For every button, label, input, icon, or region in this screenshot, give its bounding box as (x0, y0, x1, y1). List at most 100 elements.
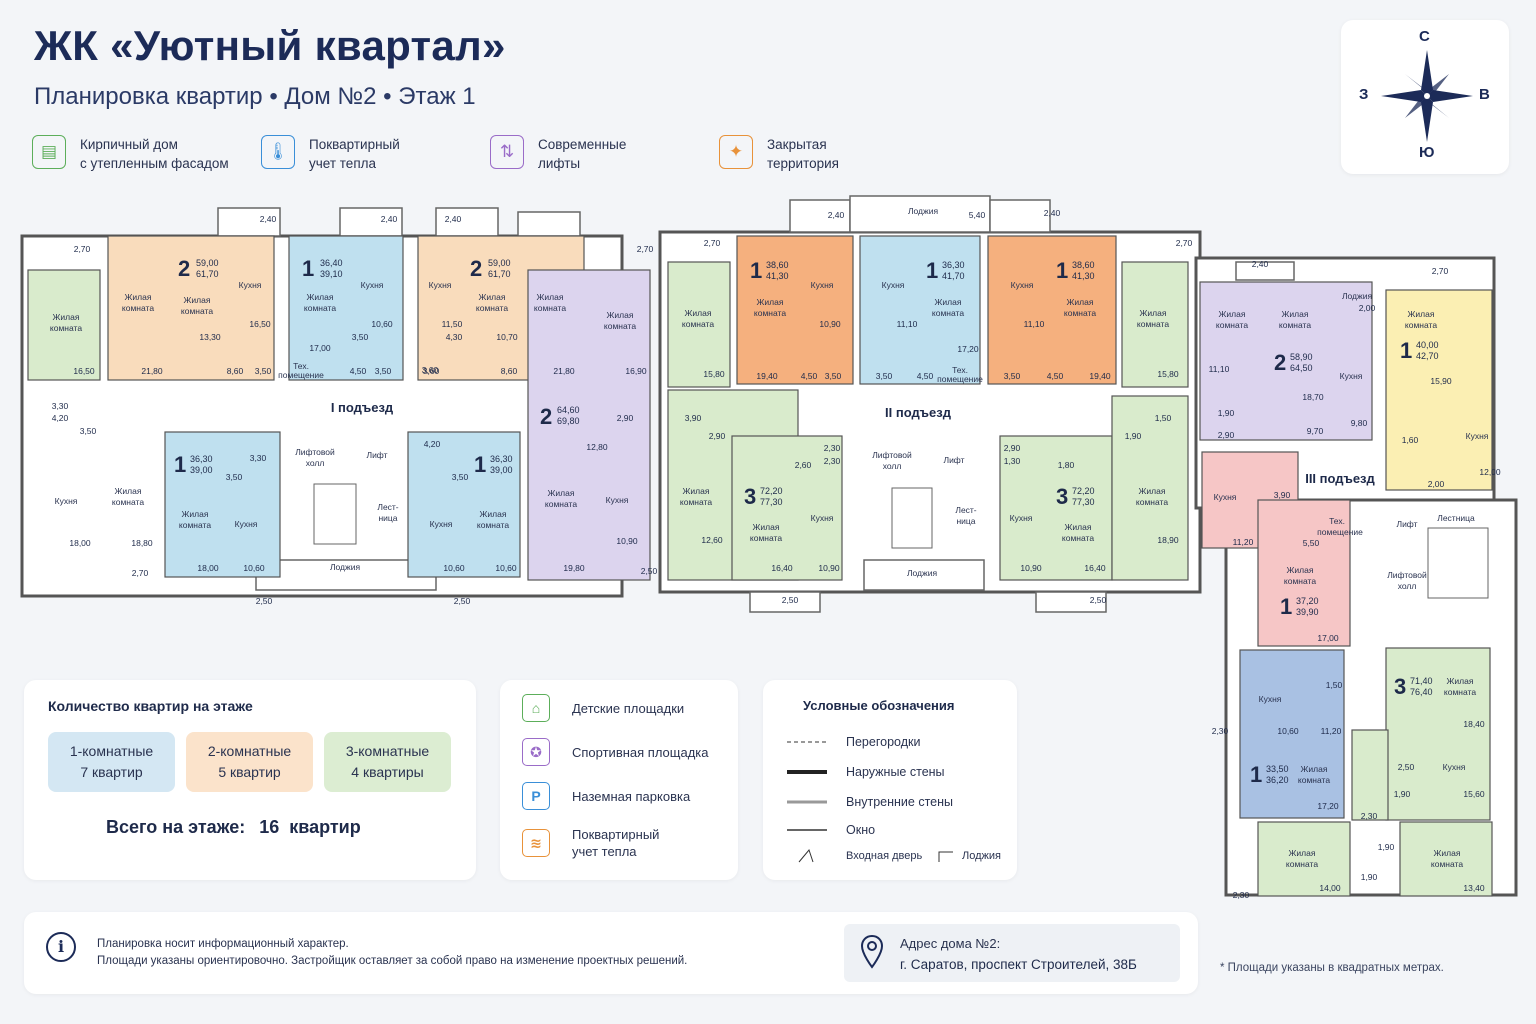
dim-label: 11,10 (1024, 319, 1045, 329)
dim-label: 10,60 (1277, 726, 1299, 736)
dim-label: 1,80 (1058, 460, 1075, 470)
amenity-heat: ≋ Поквартирный учет тепла (522, 826, 659, 860)
room-label: Кухня (1466, 431, 1489, 441)
apartment-total: 41,70 (942, 271, 965, 281)
count-value: 5 квартир (218, 764, 281, 780)
dim-label: 2,40 (1252, 259, 1269, 269)
dim-label: 16,50 (249, 319, 271, 329)
dim-label: 17,20 (957, 344, 979, 354)
page-subtitle: Планировка квартир • Дом №2 • Этаж 1 (34, 83, 476, 110)
dimension-labels: 2,70 2,40 2,40 2,40 2,70 2,70 2,40 5,40 … (52, 208, 1501, 900)
room-label: ница (956, 516, 975, 526)
dim-label: 5,40 (969, 210, 986, 220)
dim-label: 13,40 (1463, 883, 1485, 893)
room-label: Кухня (55, 496, 78, 506)
dim-label: 10,70 (496, 332, 518, 342)
apartment-rooms: 1 (174, 452, 186, 477)
room-label: Жилая (1065, 522, 1092, 532)
apartment-rooms: 1 (926, 258, 938, 283)
room-label: Лоджия (1342, 291, 1373, 301)
apartment-area: 37,20 (1296, 596, 1319, 606)
count-three-room[interactable]: 3-комнатные 4 квартиры (324, 732, 451, 792)
apartment-rooms: 3 (1056, 484, 1068, 509)
apartment-area: 36,40 (320, 258, 343, 268)
apartment-area: 72,20 (760, 486, 783, 496)
count-total-label: Всего на этаже: (106, 817, 246, 837)
dim-label: 19,40 (756, 371, 778, 381)
room-label: Кухня (811, 280, 834, 290)
room-label: Кухня (239, 280, 262, 290)
amenity-label: Детские площадки (572, 700, 685, 716)
disclaimer-line-1: Планировка носит информационный характер… (97, 938, 349, 950)
dim-label: 1,50 (1326, 680, 1343, 690)
dim-label: 3,90 (1274, 490, 1291, 500)
room-label: комната (545, 499, 577, 509)
entrance-label-1: I подъезд (331, 400, 394, 415)
count-two-room[interactable]: 2-комнатные 5 квартир (186, 732, 313, 792)
dim-label: 13,30 (199, 332, 221, 342)
dim-label: 3,50 (825, 371, 842, 381)
room-label: комната (1136, 497, 1168, 507)
count-type: 3-комнатные (345, 743, 430, 759)
apartment-area: 40,00 (1416, 340, 1439, 350)
legend-symbols (787, 741, 953, 863)
room-label: комната (477, 520, 509, 530)
dim-label: 18,00 (69, 538, 91, 548)
dim-label: 5,50 (1303, 538, 1320, 548)
dim-label: 2,70 (704, 238, 721, 248)
dim-label: 2,50 (454, 596, 471, 606)
compass-rose: С Ю З В (1341, 20, 1509, 174)
apartment-rooms: 2 (1274, 350, 1286, 375)
dim-label: 12,00 (1479, 467, 1501, 477)
amenity-playground: ⌂ Детские площадки (522, 694, 684, 722)
dim-label: 11,50 (442, 319, 463, 329)
apartment-total: 39,00 (490, 465, 513, 475)
apartment-area: 36,30 (490, 454, 513, 464)
dim-label: 21,80 (553, 366, 575, 376)
dim-label: 2,40 (381, 214, 398, 224)
feature-label: Закрытая территория (767, 137, 839, 171)
legend-loggia: Лоджия (962, 850, 1001, 862)
dim-label: 15,80 (703, 369, 725, 379)
legend-window: Окно (846, 823, 876, 837)
compass-north: С (1419, 28, 1430, 45)
count-one-room[interactable]: 1-комнатные 7 квартир (48, 732, 175, 792)
address-value: г. Саратов, проспект Строителей, 38Б (900, 957, 1137, 972)
room-label: Тех. (1329, 516, 1345, 526)
legend-title: Условные обозначения (803, 698, 955, 713)
room-label: Жилая (479, 292, 506, 302)
room-label: Жилая (1067, 297, 1094, 307)
dim-label: 2,50 (1398, 762, 1415, 772)
entrance-label-2: II подъезд (885, 405, 952, 420)
dim-label: 4,50 (1047, 371, 1064, 381)
parking-icon: P (522, 782, 550, 810)
apartment-area: 38,60 (1072, 260, 1095, 270)
room-label: помещение (937, 374, 983, 384)
room-label: Жилая (935, 297, 962, 307)
location-pin-icon (860, 934, 884, 969)
dim-label: 3,50 (80, 426, 97, 436)
dim-label: 1,90 (1378, 842, 1395, 852)
room-label: холл (883, 461, 902, 471)
heat-meter-icon: ≋ (522, 829, 550, 857)
dim-label: 2,60 (795, 460, 812, 470)
dim-label: 3,50 (352, 332, 369, 342)
room-label: Жилая (1219, 309, 1246, 319)
room-label: комната (112, 497, 144, 507)
